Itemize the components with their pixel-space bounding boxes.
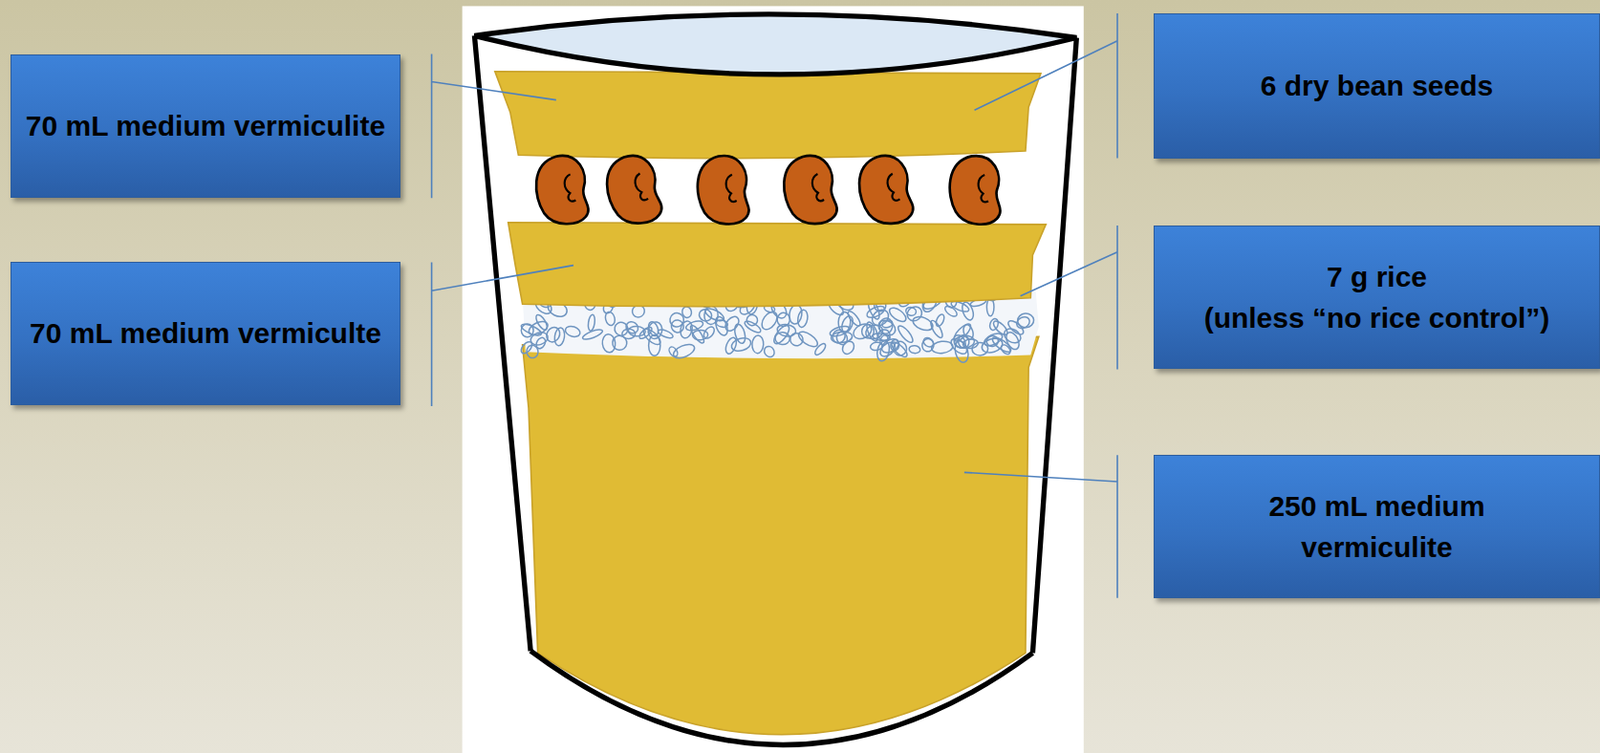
- rice-grain: [797, 309, 810, 329]
- rice-grain: [534, 336, 547, 351]
- rice-grain: [758, 309, 780, 333]
- rice-grain: [601, 333, 616, 353]
- rice-grain: [787, 330, 805, 348]
- rice-grain: [713, 315, 730, 338]
- bean-body: [530, 151, 595, 231]
- bean-seed: [530, 151, 595, 231]
- rice-grain: [972, 342, 989, 356]
- label-box: 250 mL medium vermiculite: [1153, 454, 1600, 599]
- rice-grain: [1015, 314, 1033, 331]
- bean-seed: [945, 152, 1005, 229]
- bean-body: [598, 150, 668, 232]
- rice-grain: [796, 328, 821, 349]
- rice-grain: [701, 324, 716, 341]
- rice-grain: [1001, 325, 1024, 346]
- bean-seed: [851, 150, 920, 231]
- bean-seeds: [530, 150, 1006, 232]
- rice-grain: [921, 336, 935, 349]
- cup-side: [474, 35, 1077, 653]
- rice-grain: [586, 314, 596, 332]
- box-label: 70 mL medium vermiculte: [29, 312, 382, 355]
- leader-line: [432, 261, 574, 407]
- rice-grain: [962, 338, 979, 349]
- rice-grain: [930, 340, 954, 355]
- bean-hilum: [562, 173, 577, 202]
- rice-grain: [667, 345, 679, 358]
- leader-line: [1020, 225, 1118, 370]
- cup-rim: [474, 14, 1077, 75]
- bean-hilum: [724, 174, 737, 203]
- leader-line: [974, 13, 1118, 159]
- box-label: 7 g rice (unless “no rice control”): [1204, 256, 1551, 340]
- rice-grain: [681, 305, 693, 319]
- rice-grain: [830, 327, 848, 346]
- label-box: 70 mL medium vermiculte: [10, 261, 401, 406]
- label-box: 6 dry bean seeds: [1153, 13, 1600, 159]
- bean-seed: [691, 151, 754, 229]
- label-box: 70 mL medium vermiculite: [10, 54, 401, 198]
- bean-hilum: [810, 173, 825, 202]
- bean-hilum: [976, 174, 989, 203]
- rice-grain: [678, 320, 694, 340]
- cup-bottom: [530, 650, 1033, 745]
- bean-body: [945, 152, 1005, 229]
- rice-grain: [891, 340, 909, 358]
- box-label: 6 dry bean seeds: [1260, 64, 1493, 108]
- rice-grain: [656, 327, 674, 340]
- rice-grain: [627, 325, 647, 337]
- rice-grain: [697, 307, 714, 324]
- bean-seed: [598, 150, 668, 232]
- leader-line: [432, 54, 557, 199]
- rice-grain: [813, 342, 828, 357]
- rice-grain: [934, 313, 947, 328]
- rice-grain: [563, 324, 582, 340]
- leader-line: [964, 454, 1118, 598]
- rice-grain: [943, 303, 959, 319]
- leader-lines: [432, 13, 1118, 599]
- rice-grain: [908, 345, 921, 354]
- rice-grain: [951, 322, 974, 345]
- rice-grain: [879, 336, 902, 356]
- bean-hilum: [885, 173, 900, 202]
- cup-interior: [474, 35, 1077, 745]
- rice-grain: [553, 326, 566, 346]
- rice-grain: [991, 319, 1010, 338]
- box-label: 70 mL medium vermiculite: [25, 105, 386, 148]
- vermiculite-layer: [495, 71, 1041, 159]
- bean-hilum: [632, 172, 649, 201]
- box-label: 250 mL medium vermiculite: [1202, 485, 1552, 569]
- rice-grain: [762, 344, 778, 359]
- rice-grain: [742, 319, 762, 335]
- rice-grain: [862, 324, 875, 339]
- label-box: 7 g rice (unless “no rice control”): [1153, 225, 1600, 369]
- rice-grain: [845, 309, 863, 328]
- rice-grain: [671, 342, 697, 362]
- rice-grain: [776, 323, 797, 338]
- rice-grain: [910, 314, 935, 334]
- rice-grain: [730, 335, 754, 353]
- rice-grain: [948, 336, 970, 358]
- vermiculite-layer: [522, 336, 1039, 735]
- rice-grain: [526, 319, 550, 339]
- bean-body: [777, 151, 844, 231]
- rice-grain: [835, 330, 849, 346]
- rice-grain: [1016, 313, 1035, 329]
- rice-grain: [875, 317, 899, 339]
- rice-grain: [611, 335, 628, 352]
- bean-seed: [777, 151, 844, 231]
- bean-body: [691, 151, 754, 229]
- rice-grain: [904, 303, 925, 325]
- rice-grain: [788, 303, 804, 325]
- picture-background: [462, 5, 1084, 753]
- rice-grain: [990, 334, 1014, 355]
- rice-grain: [669, 317, 687, 335]
- rice-grain: [751, 335, 764, 354]
- rice-grain: [864, 303, 887, 320]
- vermiculite-layer: [508, 222, 1047, 307]
- bean-body: [851, 150, 920, 231]
- rice-grain: [774, 331, 790, 346]
